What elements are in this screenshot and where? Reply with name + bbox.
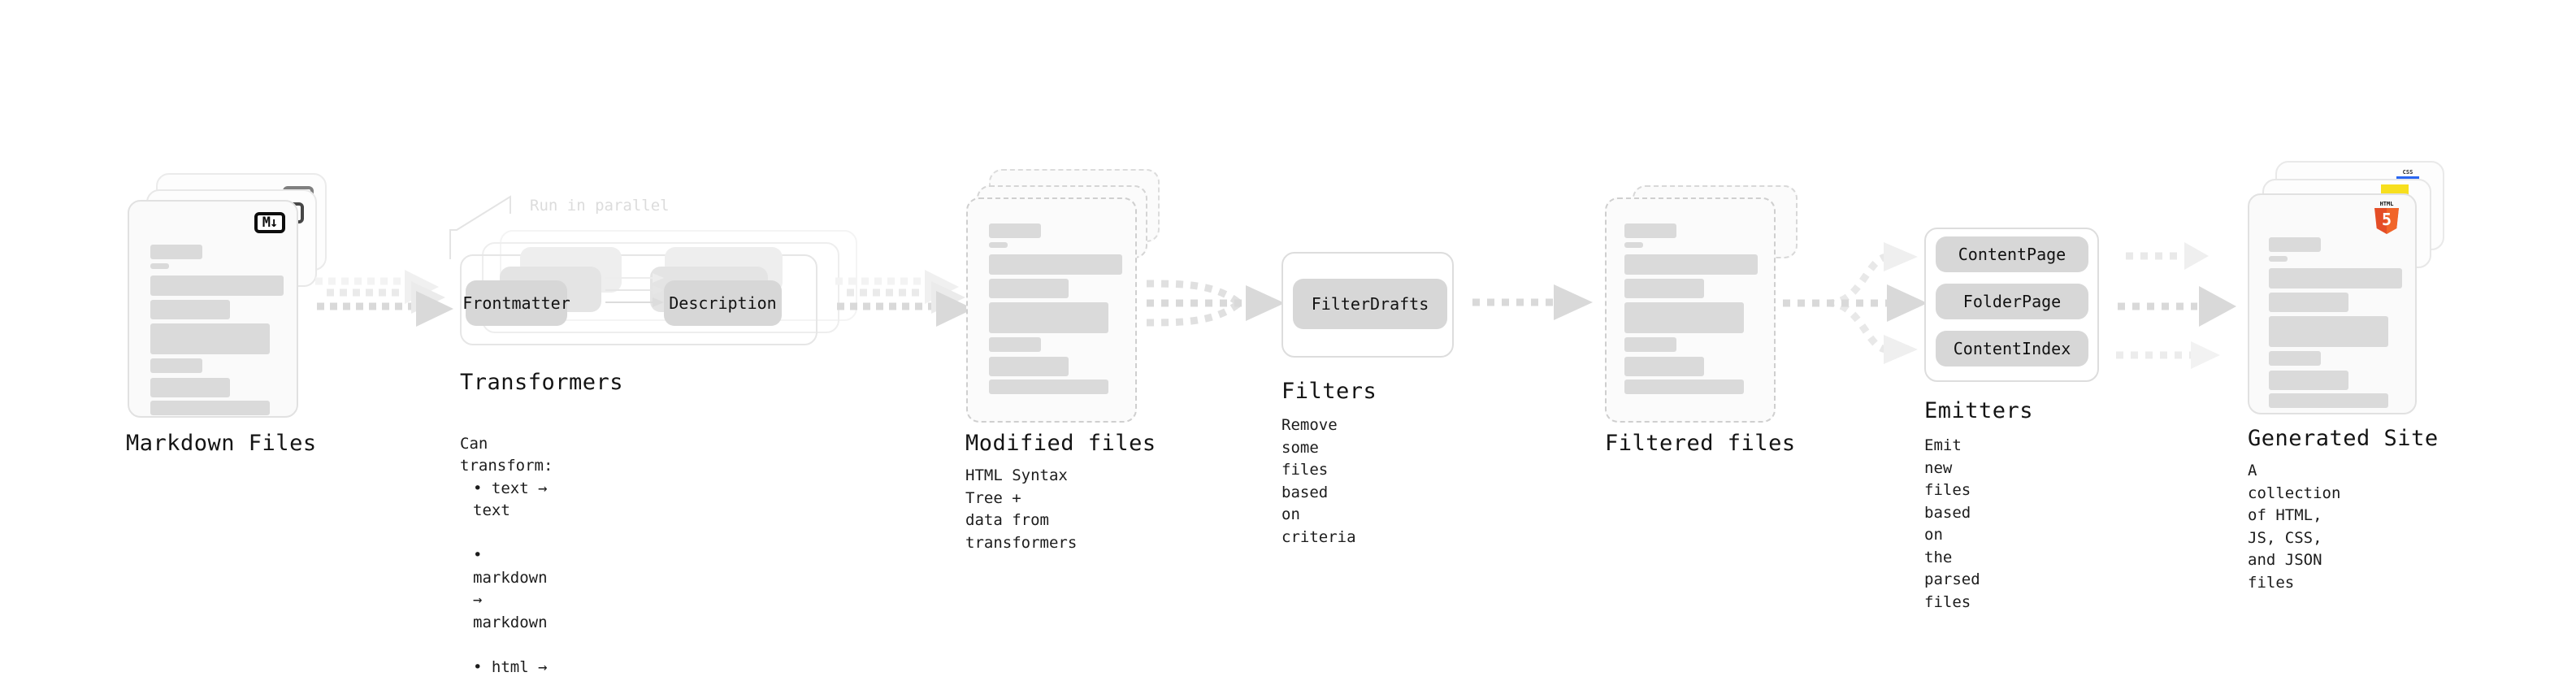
stage-title-modified-files: Modified files	[965, 431, 1156, 456]
transformer-group-front	[460, 254, 817, 345]
connector-filtered-to-emitters	[1783, 242, 1928, 364]
connector-emitters-to-site	[2116, 242, 2236, 369]
html5-icon-label: HTML	[2379, 201, 2394, 207]
stage-desc-filters: Remove some files based on criteria	[1281, 416, 1356, 546]
skeleton-bar	[150, 401, 270, 415]
skeleton-bar	[1624, 279, 1704, 298]
transform-bullet: • markdown → markdown	[473, 546, 548, 631]
skeleton-bar	[1624, 380, 1744, 394]
html5-icon-five: 5	[2381, 210, 2392, 229]
emitter-plugin-folderpage[interactable]: FolderPage	[1936, 284, 2088, 319]
emitter-plugin-contentindex[interactable]: ContentIndex	[1936, 331, 2088, 367]
filter-plugin-filterdrafts[interactable]: FilterDrafts	[1293, 279, 1447, 329]
skeleton-bar	[989, 380, 1108, 394]
skeleton-bar	[989, 302, 1108, 333]
markdown-icon: M↓	[254, 212, 285, 233]
transform-bullet: • text → text	[473, 479, 548, 520]
stage-desc-emitters: Emit new files based on the parsed files	[1924, 436, 1980, 611]
skeleton-bar	[989, 223, 1041, 238]
css-icon: CSS	[2396, 170, 2420, 181]
stage-title-filters: Filters	[1281, 379, 1377, 404]
skeleton-bar	[2269, 268, 2402, 288]
skeleton-bar	[1624, 302, 1744, 333]
skeleton-bar	[150, 263, 169, 269]
skeleton-bar	[989, 337, 1041, 352]
stage-title-emitters: Emitters	[1924, 398, 2034, 423]
skeleton-bar	[150, 245, 202, 259]
skeleton-bar	[1624, 337, 1676, 352]
skeleton-bar	[2269, 371, 2348, 390]
skeleton-bar	[150, 300, 230, 319]
skeleton-bar	[2269, 256, 2288, 262]
skeleton-bar	[989, 254, 1122, 275]
skeleton-bar	[989, 279, 1069, 298]
skeleton-bar	[989, 242, 1008, 248]
transform-bullet: • html → html	[473, 658, 548, 681]
skeleton-bar	[2269, 293, 2348, 312]
css-icon-label: CSS	[2402, 169, 2413, 176]
skeleton-bar	[150, 358, 202, 373]
stage-title-transformers: Transformers	[460, 370, 624, 395]
transformer-inner-arrows	[605, 273, 664, 307]
skeleton-bar	[1624, 242, 1643, 248]
skeleton-bar	[2269, 237, 2321, 252]
run-in-parallel-label: Run in parallel	[530, 197, 670, 215]
skeleton-bar	[150, 275, 284, 296]
skeleton-bar	[150, 323, 270, 354]
connector-transformers-to-modified	[835, 270, 974, 327]
connector-modified-to-filters	[1146, 280, 1285, 327]
html5-icon-shield: 5	[2374, 208, 2399, 234]
connector-md-to-transformers	[315, 270, 453, 327]
transform-intro: Can transform:	[460, 434, 553, 475]
filtered-file-card-front	[1605, 197, 1776, 423]
connector-filters-to-filtered	[1472, 284, 1593, 320]
stage-desc-modified-files: HTML Syntax Tree + data from transformer…	[965, 466, 1078, 552]
emitter-plugin-contentpage[interactable]: ContentPage	[1936, 236, 2088, 272]
transformer-plugin-description[interactable]: Description	[664, 280, 782, 326]
skeleton-bar	[2269, 316, 2388, 347]
skeleton-bar	[1624, 223, 1676, 238]
skeleton-bar	[1624, 254, 1758, 275]
skeleton-bar	[989, 357, 1069, 376]
stage-desc-generated-site: A collection of HTML, JS, CSS, and JSON …	[2248, 462, 2341, 592]
stage-desc-transformers: Can transform: • text → text • markdown …	[460, 410, 553, 681]
skeleton-bar	[2269, 393, 2388, 408]
html5-icon: HTML 5	[2373, 202, 2400, 234]
stage-title-markdown-files: Markdown Files	[126, 431, 317, 456]
skeleton-bar	[150, 378, 230, 397]
stage-title-generated-site: Generated Site	[2248, 426, 2439, 451]
css-icon-rule	[2396, 176, 2419, 180]
site-file-card-front: HTML 5	[2248, 193, 2417, 414]
transformer-plugin-frontmatter[interactable]: Frontmatter	[462, 280, 570, 326]
skeleton-bar	[2269, 351, 2321, 366]
modified-file-card-front	[966, 197, 1137, 423]
stage-title-filtered-files: Filtered files	[1605, 431, 1796, 456]
skeleton-bar	[1624, 357, 1704, 376]
run-in-parallel-leader	[449, 195, 511, 259]
markdown-file-card-front: M↓	[128, 200, 298, 418]
